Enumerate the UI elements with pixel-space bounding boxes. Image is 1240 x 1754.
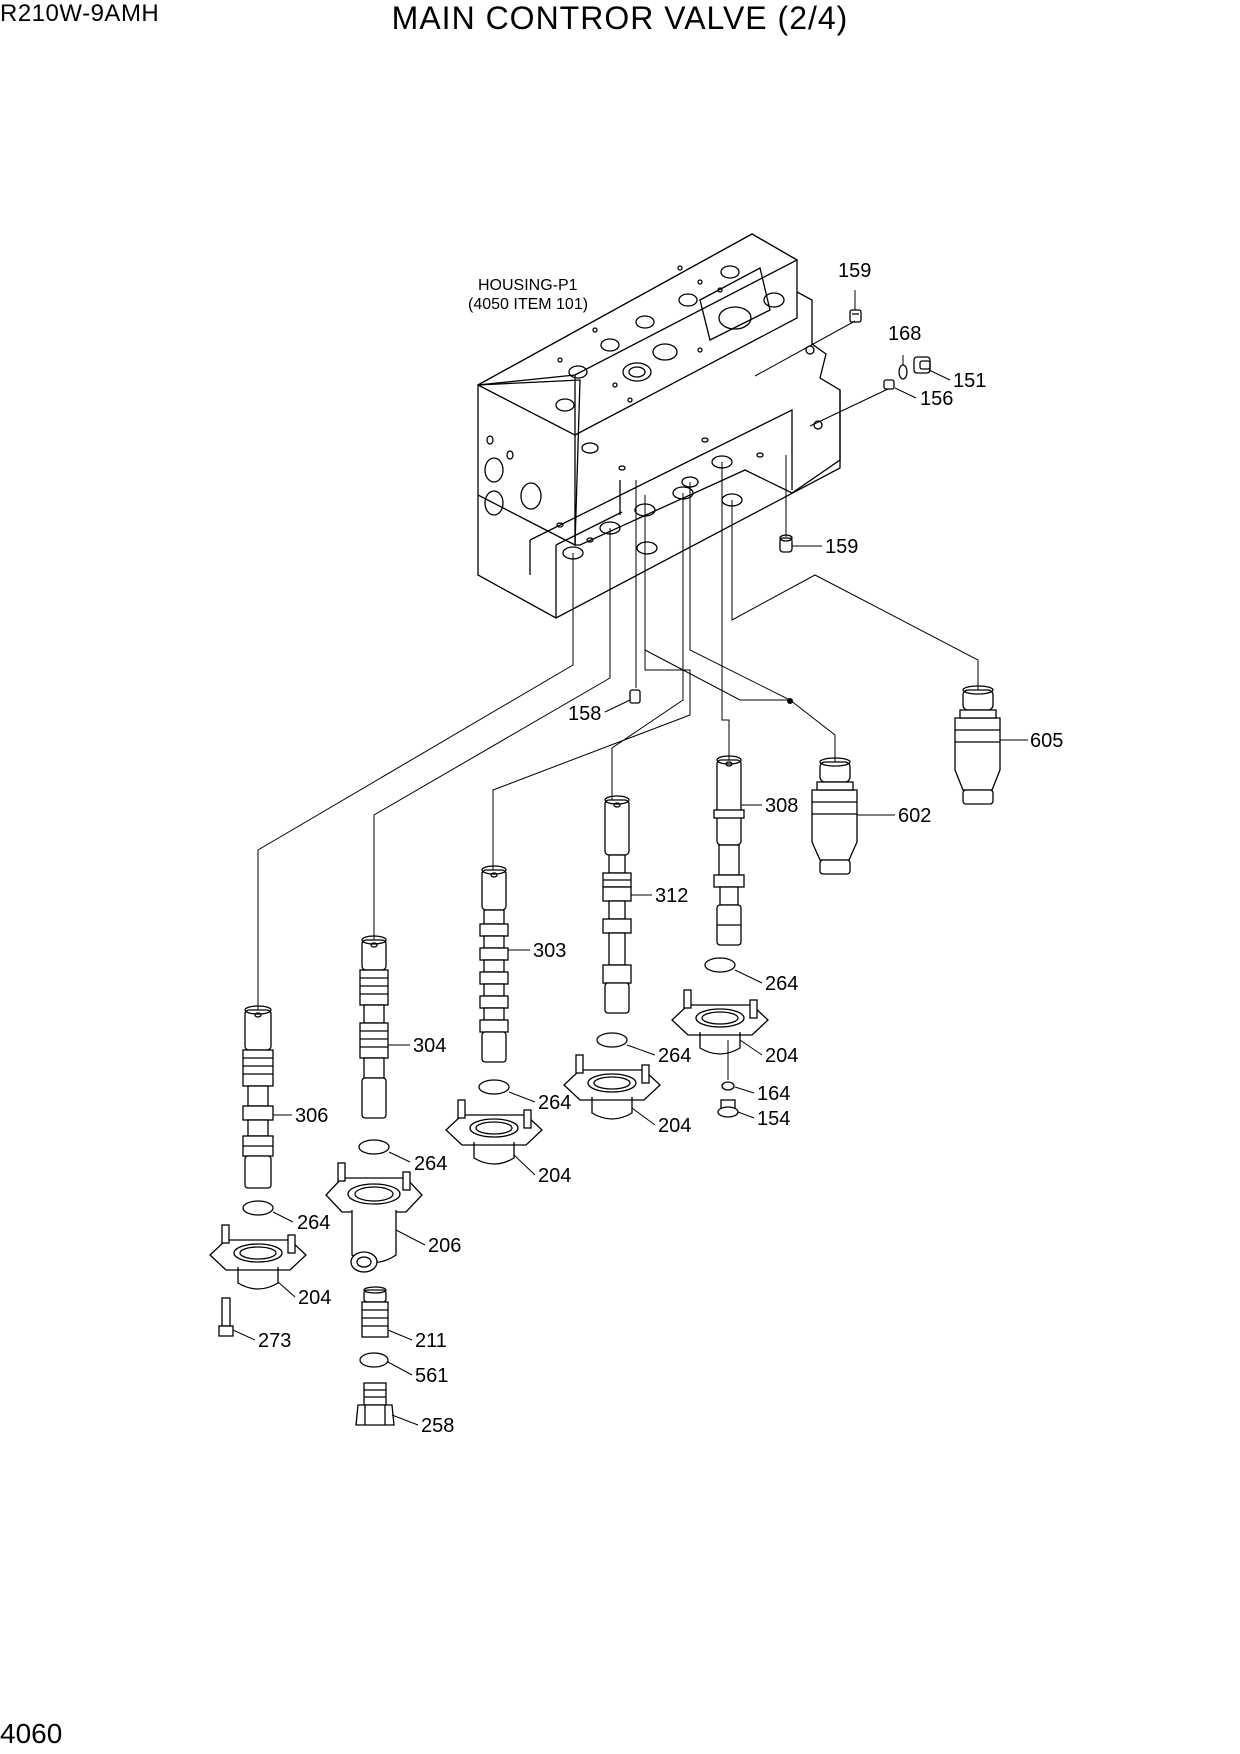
callout-264-c: 264: [538, 1092, 571, 1114]
housing-label-line2: (4050 ITEM 101): [468, 296, 588, 313]
model-number: R210W-9AMH: [0, 0, 160, 27]
callout-164: 164: [757, 1083, 790, 1105]
plug-158: [629, 689, 641, 704]
spool-308: [713, 755, 745, 946]
housing-block: [477, 233, 841, 619]
callout-158: 158: [568, 703, 601, 725]
cover-204-a: [209, 1224, 307, 1290]
plug-151: [913, 356, 931, 374]
callout-264-d: 264: [658, 1045, 691, 1067]
o-ring-168: [898, 364, 908, 380]
callout-156: 156: [920, 388, 953, 410]
plug-159-top: [849, 309, 862, 323]
callout-206: 206: [428, 1235, 461, 1257]
cover-204-b: [445, 1099, 543, 1165]
callout-211: 211: [415, 1330, 447, 1352]
callout-159-top: 159: [838, 260, 871, 282]
o-ring-164: [721, 1081, 735, 1091]
spool-304: [359, 935, 389, 1119]
callout-561: 561: [415, 1365, 448, 1387]
leader-lines-top: [604, 290, 951, 713]
page-number: 4060: [0, 1718, 63, 1749]
o-rings-264: [242, 957, 736, 1368]
housing-label-line1: HOUSING-P1: [478, 277, 578, 294]
callout-602: 602: [898, 805, 931, 827]
plug-154: [717, 1099, 739, 1118]
callout-leaders: [232, 739, 1028, 1426]
callout-312: 312: [655, 885, 688, 907]
callout-264-a: 264: [297, 1212, 330, 1234]
page-title: MAIN CONTROR VALVE (2/4): [391, 0, 849, 36]
plug-159-right: [779, 534, 793, 553]
callout-151: 151: [953, 370, 986, 392]
plug-258: [355, 1382, 395, 1426]
spool-312: [602, 795, 632, 1014]
callout-264-b: 264: [414, 1153, 447, 1175]
callout-204-c: 204: [658, 1115, 691, 1137]
callout-159-right: 159: [825, 536, 858, 558]
spool-303: [479, 865, 509, 1063]
callout-306: 306: [295, 1105, 328, 1127]
callout-154: 154: [757, 1108, 790, 1130]
callout-605: 605: [1030, 730, 1063, 752]
callout-204-a: 204: [298, 1287, 331, 1309]
cover-204-c: [563, 1054, 661, 1120]
callout-303: 303: [533, 940, 566, 962]
callout-204-b: 204: [538, 1165, 571, 1187]
bolt-273: [218, 1297, 234, 1337]
plug-156: [883, 379, 895, 390]
cover-206: [325, 1162, 423, 1273]
plug-211: [361, 1286, 389, 1338]
callout-308: 308: [765, 795, 798, 817]
guide-lines: [257, 462, 979, 1010]
relief-valve-602: [811, 757, 858, 875]
cover-204-d: [671, 989, 769, 1055]
callout-numbers: 159 168 151 156 159 158 605 602 308 312 …: [258, 260, 1063, 1437]
relief-valve-605: [954, 685, 1001, 805]
callout-168: 168: [888, 323, 921, 345]
callout-258: 258: [421, 1415, 454, 1437]
spool-306: [242, 1005, 274, 1189]
callout-204-d: 204: [765, 1045, 798, 1067]
callout-264-e: 264: [765, 973, 798, 995]
callout-304: 304: [413, 1035, 446, 1057]
callout-273: 273: [258, 1330, 291, 1352]
